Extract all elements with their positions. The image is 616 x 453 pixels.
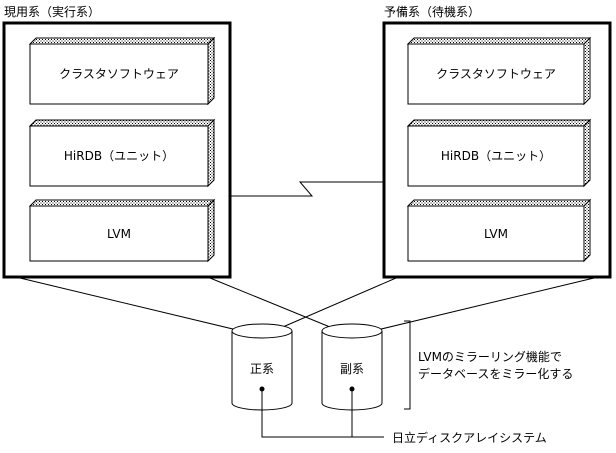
main-disk-label: 正系 xyxy=(249,362,274,376)
sub-disk-label: 副系 xyxy=(339,362,364,376)
mirror-bracket xyxy=(404,320,411,410)
sub-disk xyxy=(321,323,383,411)
standby-to-sub-disk-line xyxy=(351,277,595,337)
main-disk xyxy=(231,323,293,411)
storage-system-label: 日立ディスクアレイシステム xyxy=(392,431,547,445)
standby-hirdb-label: HiRDB（ユニット） xyxy=(440,149,552,163)
primary-server-title: 現用系（実行系） xyxy=(4,5,101,19)
primary-to-main-disk-line xyxy=(19,277,263,337)
primary-server-frame xyxy=(2,21,232,279)
standby-lvm-label: LVM xyxy=(484,227,508,241)
standby-lvm-box xyxy=(406,198,592,263)
standby-server-title: 予備系（待機系） xyxy=(384,5,481,19)
primary-lvm-label: LVM xyxy=(107,227,131,241)
standby-hirdb-box xyxy=(406,118,592,188)
primary-cluster-software-box xyxy=(28,36,216,106)
mirror-note-line-2: データベースをミラー化する xyxy=(418,367,574,381)
mirror-note-line-1: LVMのミラーリング機能で xyxy=(418,350,562,364)
standby-server-frame xyxy=(382,21,612,279)
storage-connector xyxy=(261,389,353,438)
primary-lvm-box xyxy=(28,198,216,263)
primary-cluster-software-label: クラスタソフトウェア xyxy=(59,67,179,81)
standby-cluster-software-box xyxy=(406,36,592,106)
primary-hirdb-box xyxy=(28,118,216,188)
network-link xyxy=(231,181,383,197)
primary-hirdb-label: HiRDB（ユニット） xyxy=(63,149,175,163)
standby-cluster-software-label: クラスタソフトウェア xyxy=(436,67,556,81)
